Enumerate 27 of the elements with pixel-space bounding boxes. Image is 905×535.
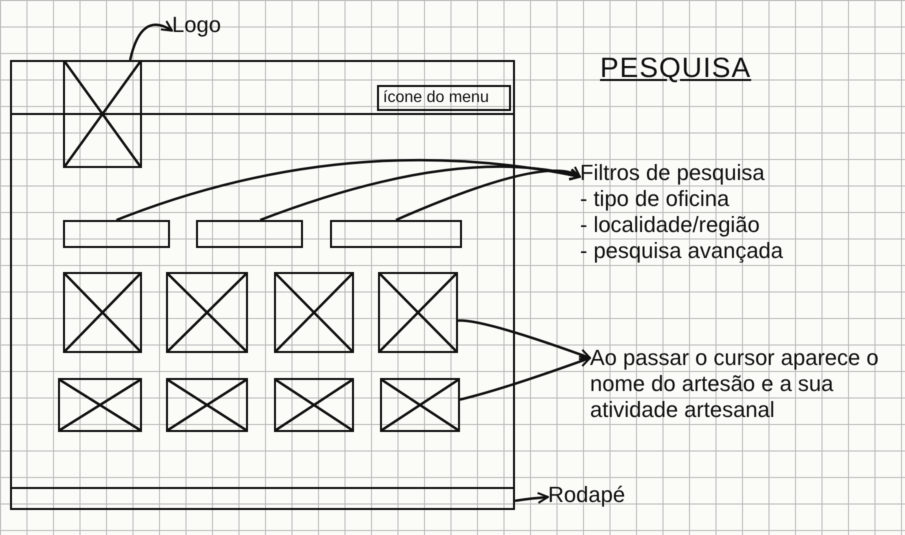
annotation-note: Rodapé: [548, 482, 658, 508]
image-placeholder: [274, 378, 354, 432]
image-placeholder: [274, 272, 354, 352]
arrow: [458, 319, 591, 360]
image-placeholder: [380, 378, 460, 432]
image-placeholder: [58, 378, 142, 432]
search-filter-bar: [330, 220, 462, 248]
arrow: [116, 158, 581, 222]
arrow: [260, 166, 581, 222]
search-filter-bar: [62, 220, 170, 248]
menu-icon-label: ícone do menu: [377, 85, 511, 111]
annotation-note: Ao passar o cursor aparece o nome do artesão e a sua atividade artesanal: [590, 345, 902, 423]
annotation-note: Logo: [172, 12, 252, 38]
page-wireframe: [10, 60, 515, 510]
list-item: - tipo de oficina: [580, 186, 730, 212]
page-title: PESQUISA: [600, 52, 752, 84]
image-placeholder: [166, 378, 248, 432]
image-placeholder: [166, 272, 248, 352]
list-item: - pesquisa avançada: [580, 238, 784, 264]
image-placeholder: [62, 60, 142, 168]
image-placeholder: [62, 272, 142, 352]
annotation-heading: Filtros de pesquisa: [580, 160, 766, 186]
arrow: [396, 166, 581, 222]
arrow: [128, 20, 173, 60]
image-placeholder: [378, 272, 458, 352]
search-filter-bar: [196, 220, 302, 248]
list-item: - localidade/região: [580, 212, 761, 238]
